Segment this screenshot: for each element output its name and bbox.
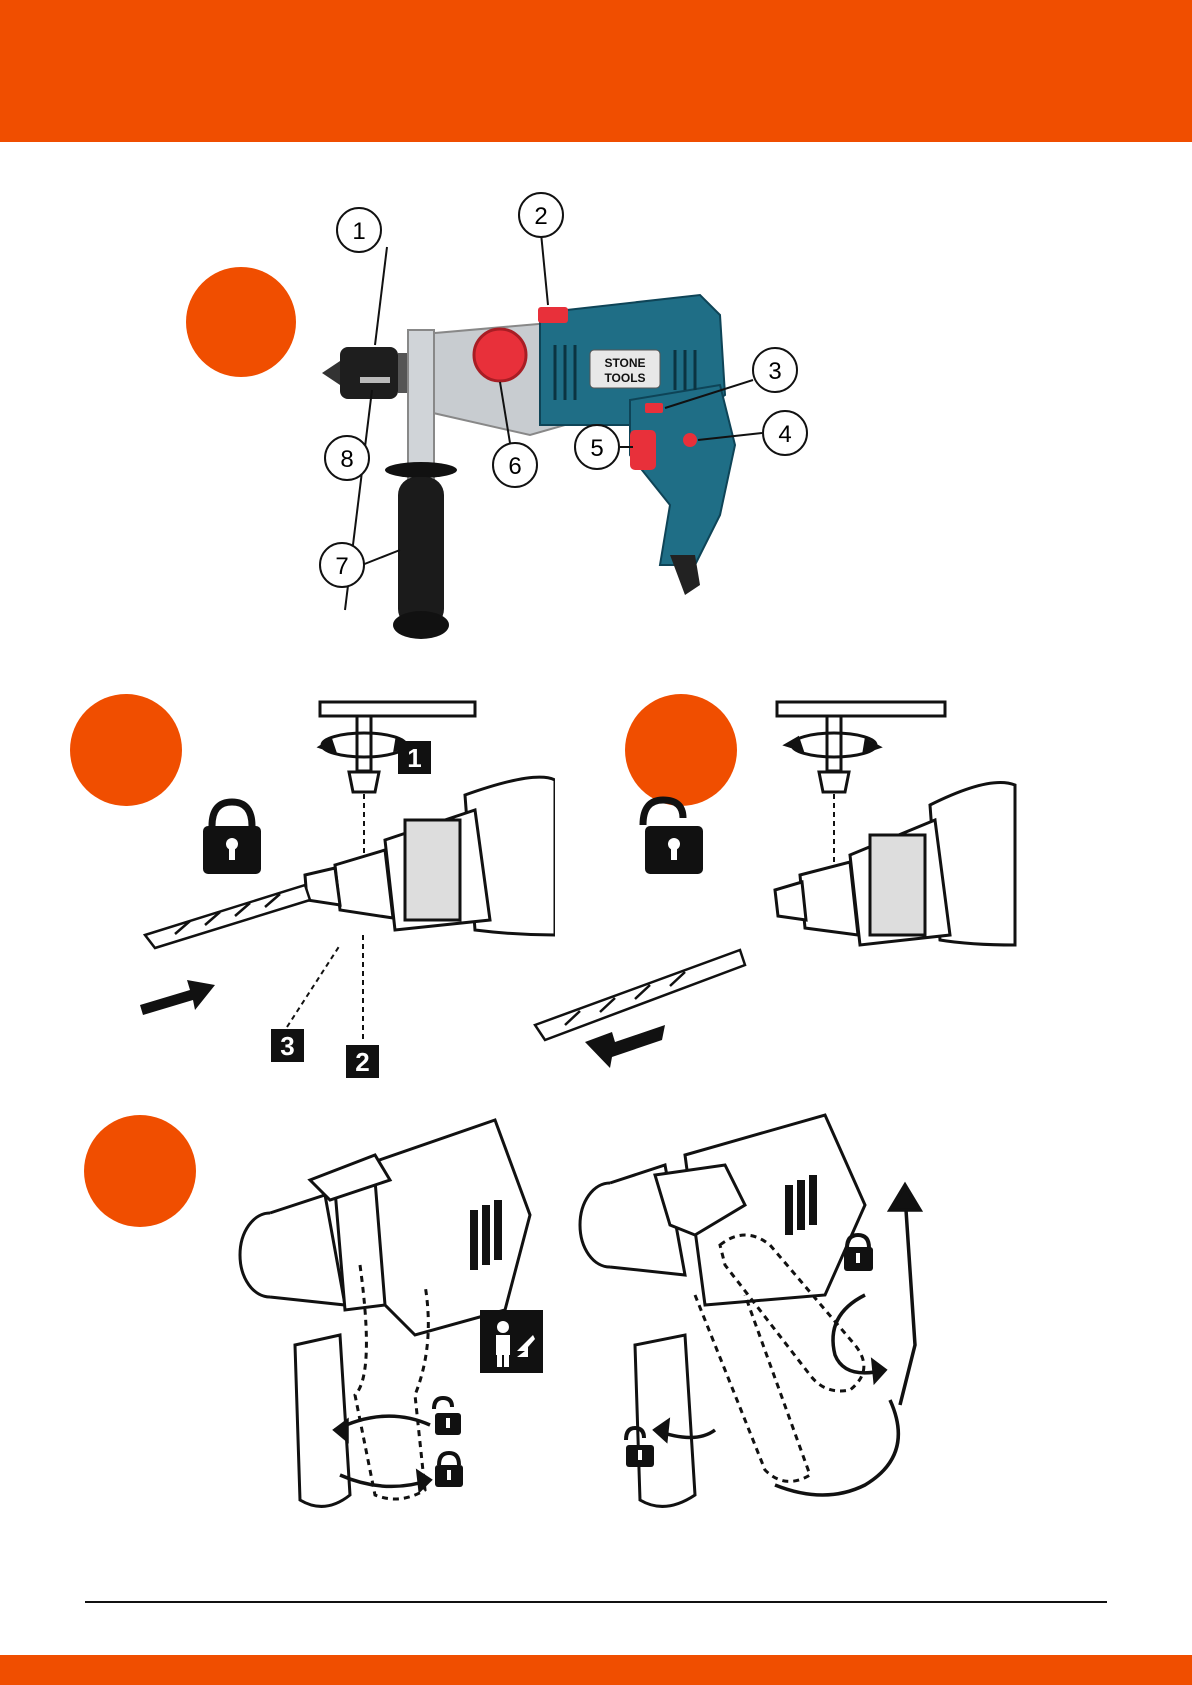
lock-button xyxy=(683,433,697,447)
callout-7: 7 xyxy=(320,543,364,587)
svg-text:3: 3 xyxy=(280,1031,294,1061)
svg-text:1: 1 xyxy=(352,218,365,245)
svg-text:2: 2 xyxy=(355,1047,369,1077)
callout-2: 2 xyxy=(519,193,563,237)
callout-1: 1 xyxy=(337,208,381,252)
rotate-arrows-icon xyxy=(335,1416,430,1490)
trigger xyxy=(630,430,656,470)
footer-band xyxy=(0,1655,1192,1685)
chuck-part xyxy=(322,347,414,399)
speed-dial xyxy=(474,329,526,381)
svg-text:7: 7 xyxy=(335,553,348,580)
svg-text:6: 6 xyxy=(508,453,521,480)
handle-adjust-figure xyxy=(225,1095,1025,1515)
person-arrow-icon xyxy=(480,1310,543,1373)
lock-closed-icon xyxy=(203,802,261,874)
footer-rule xyxy=(85,1601,1107,1603)
drill-front-view-right xyxy=(580,1115,865,1506)
callout-4: 4 xyxy=(763,411,807,455)
lock-closed-icon xyxy=(435,1453,463,1487)
step-3-leader xyxy=(287,945,340,1027)
reverse-switch xyxy=(645,403,663,413)
drill-overview-figure: STONE TOOLS xyxy=(300,185,860,665)
drill-bit xyxy=(145,885,310,948)
callout-5: 5 xyxy=(575,425,619,469)
lock-open-icon xyxy=(434,1398,461,1435)
remove-arrow-icon xyxy=(585,1025,665,1068)
lock-closed-icon xyxy=(844,1235,873,1271)
svg-text:4: 4 xyxy=(778,421,791,448)
fig-4-dot xyxy=(84,1115,196,1227)
step-2-label: 2 xyxy=(346,1045,379,1078)
callout-3: 3 xyxy=(753,348,797,392)
drill-bit xyxy=(535,950,745,1040)
svg-text:1: 1 xyxy=(407,743,421,773)
lock-open-icon xyxy=(643,800,703,874)
svg-text:8: 8 xyxy=(340,446,353,473)
drill-chuck xyxy=(775,783,1015,946)
insert-arrow-icon xyxy=(140,980,215,1015)
drill-chuck xyxy=(305,777,555,935)
cord-guard xyxy=(670,555,700,595)
svg-text:5: 5 xyxy=(590,435,603,462)
brand-logo-text-2: TOOLS xyxy=(604,371,645,385)
callout-8: 8 xyxy=(325,436,369,480)
svg-text:2: 2 xyxy=(534,203,547,230)
mode-switch xyxy=(538,307,568,323)
svg-text:3: 3 xyxy=(768,358,781,385)
fig-1-dot xyxy=(186,267,296,377)
depth-rod xyxy=(360,377,390,383)
step-1-label: 1 xyxy=(398,741,431,774)
chuck-remove-figure xyxy=(530,690,1030,1085)
callout-6: 6 xyxy=(493,443,537,487)
step-3-label: 3 xyxy=(271,1029,304,1062)
chuck-install-figure: 1 2 3 xyxy=(135,690,555,1085)
header-band xyxy=(0,0,1192,142)
brand-logo-text-1: STONE xyxy=(604,356,645,370)
